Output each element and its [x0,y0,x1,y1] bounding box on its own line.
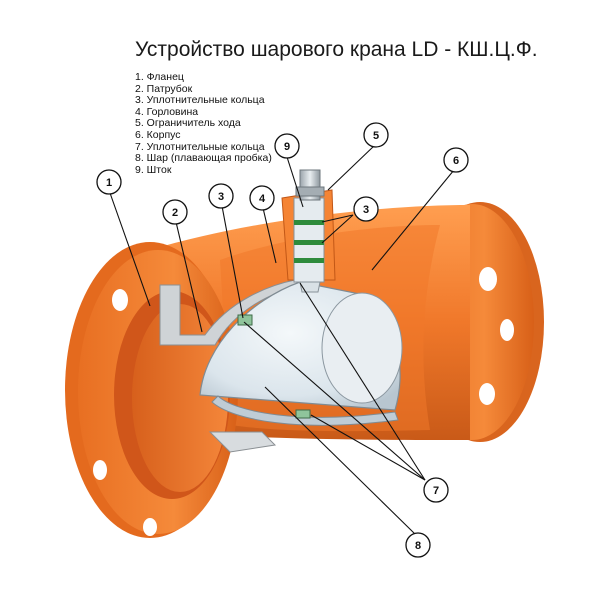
svg-text:2: 2 [172,207,178,219]
legend-item-pipe: 2. Патрубок [135,82,193,95]
stem-seal-ring [294,240,324,245]
callout-3-right: 3 [353,196,379,222]
svg-text:5: 5 [373,130,379,142]
callout-5: 5 [363,122,389,148]
bolt-hole [479,267,497,291]
svg-text:4: 4 [259,193,266,205]
seat-ring [295,409,311,419]
legend-item-seal-rings: 3. Уплотнительные кольца [135,94,265,107]
diagram-title: Устройство шарового крана LD - КШ.Ц.Ф. [135,38,538,61]
svg-text:7: 7 [433,485,439,497]
callout-8: 8 [405,532,431,558]
stem-seal-ring [294,220,324,225]
callout-4: 4 [249,185,275,211]
seat-ring [237,314,253,326]
legend-item-body: 6. Корпус [135,128,181,141]
stem-seal-ring [294,258,324,263]
legend-item-stem: 9. Шток [135,163,172,176]
left-flange [65,242,238,538]
callout-3-left: 3 [208,183,234,209]
svg-text:8: 8 [415,540,421,552]
legend-item-stop: 5. Ограничитель хода [135,117,241,130]
callout-9: 9 [274,133,300,159]
leader-lines [109,144,455,535]
stem-assembly [281,169,336,293]
bolt-hole [500,319,514,341]
callout-7: 7 [423,477,449,503]
ball [199,281,403,426]
bolt-hole [93,460,107,480]
callout-1: 1 [96,169,122,195]
bolt-hole [143,518,157,536]
bolt-hole [479,383,495,405]
callout-6: 6 [443,147,469,173]
legend-item-flange: 1. Фланец [135,71,184,83]
bolt-hole [112,289,128,311]
legend-item-ball: 8. Шар (плавающая пробка) [135,152,272,165]
svg-text:9: 9 [284,141,290,153]
legend-item-seal-rings-2: 7. Уплотнительные кольца [135,140,265,153]
svg-text:1: 1 [106,177,112,189]
legend-list: 1. Фланец 2. Патрубок 3. Уплотнительные … [135,71,272,176]
svg-text:6: 6 [453,155,459,167]
legend-item-neck: 4. Горловина [135,105,199,118]
svg-text:3: 3 [218,191,224,203]
svg-text:3: 3 [363,204,369,216]
callout-2: 2 [162,199,188,225]
